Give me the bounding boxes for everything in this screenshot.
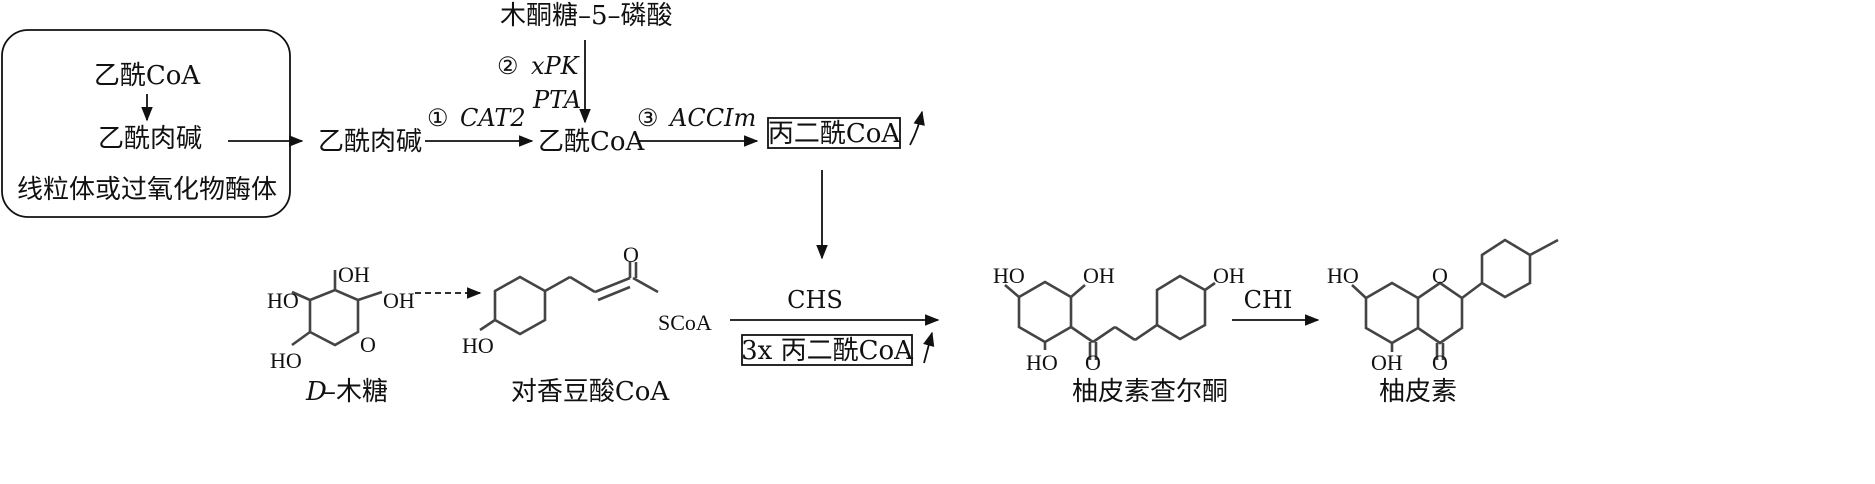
- naringenin-atom-ring-o: O: [1432, 263, 1448, 288]
- chalcone-structure: HO OH OH HO O: [993, 263, 1245, 375]
- malonyl-coa: 丙二酰CoA: [768, 119, 902, 149]
- xylose-atom-ho-bottom: HO: [270, 348, 302, 373]
- naringenin-atom-ho: HO: [1327, 263, 1359, 288]
- acetyl-coa: 乙酰CoA: [538, 127, 646, 157]
- step2-enzyme-pta: PTA: [532, 86, 581, 114]
- compartment-label: 线粒体或过氧化物酶体: [17, 175, 277, 205]
- chalcone-atom-o: O: [1085, 350, 1101, 375]
- step3-number: ③: [637, 104, 659, 132]
- compartment-acetylcarnitine: 乙酰肉碱: [98, 124, 202, 154]
- xylose-atom-oh-right: OH: [383, 288, 415, 313]
- naringenin-atom-o: O: [1432, 350, 1448, 375]
- chi-enzyme: CHI: [1244, 286, 1293, 314]
- naringenin-structure: HO O OH O: [1327, 238, 1559, 375]
- curved-arrow-icon: [923, 331, 935, 364]
- coumaroyl-coa-structure: O SCoA HO: [462, 242, 712, 358]
- cofactor-box: [741, 334, 913, 366]
- step1-number: ①: [427, 104, 449, 132]
- coumaroyl-atom-o: O: [623, 242, 639, 267]
- malonyl-coa-box: [767, 117, 901, 149]
- chalcone-atom-oh-mid: OH: [1083, 263, 1115, 288]
- compartment-acetyl-coa: 乙酰CoA: [94, 61, 202, 91]
- chalcone-atom-ho-left: HO: [993, 263, 1025, 288]
- step2-number: ②: [497, 52, 519, 80]
- chalcone-atom-oh-right: OH: [1213, 263, 1245, 288]
- chs-enzyme: CHS: [787, 286, 843, 314]
- curved-arrow-icon: [909, 110, 925, 146]
- xylose-prefix: D: [305, 377, 327, 407]
- acetylcarnitine: 乙酰肉碱: [318, 127, 422, 157]
- coumaroyl-coa-name: 对香豆酸CoA: [511, 377, 671, 407]
- xylose-structure: OH HO OH O HO: [267, 262, 415, 373]
- xylose-atom-oh-top: OH: [338, 262, 370, 287]
- xylose-name: –木糖: [323, 377, 388, 407]
- chs-cofactor: 3x 丙二酰CoA: [741, 336, 914, 366]
- organelle-box: [1, 29, 291, 218]
- step1-enzyme: CAT2: [460, 104, 526, 132]
- coumaroyl-atom-scoa: SCoA: [658, 310, 712, 335]
- step3-enzyme: ACCIm: [668, 104, 756, 132]
- chalcone-name: 柚皮素查尔酮: [1072, 377, 1228, 407]
- coumaroyl-atom-ho: HO: [462, 333, 494, 358]
- naringenin-name: 柚皮素: [1379, 377, 1457, 407]
- step2-enzyme-xpk: xPK: [531, 52, 581, 80]
- naringenin-atom-oh: OH: [1371, 350, 1403, 375]
- xylose-atom-ring-o: O: [360, 332, 376, 357]
- xylose-atom-ho-left: HO: [267, 288, 299, 313]
- xylulose-5-phosphate: 木酮糖–5–磷酸: [500, 1, 673, 31]
- chalcone-atom-ho-bottom: HO: [1026, 350, 1058, 375]
